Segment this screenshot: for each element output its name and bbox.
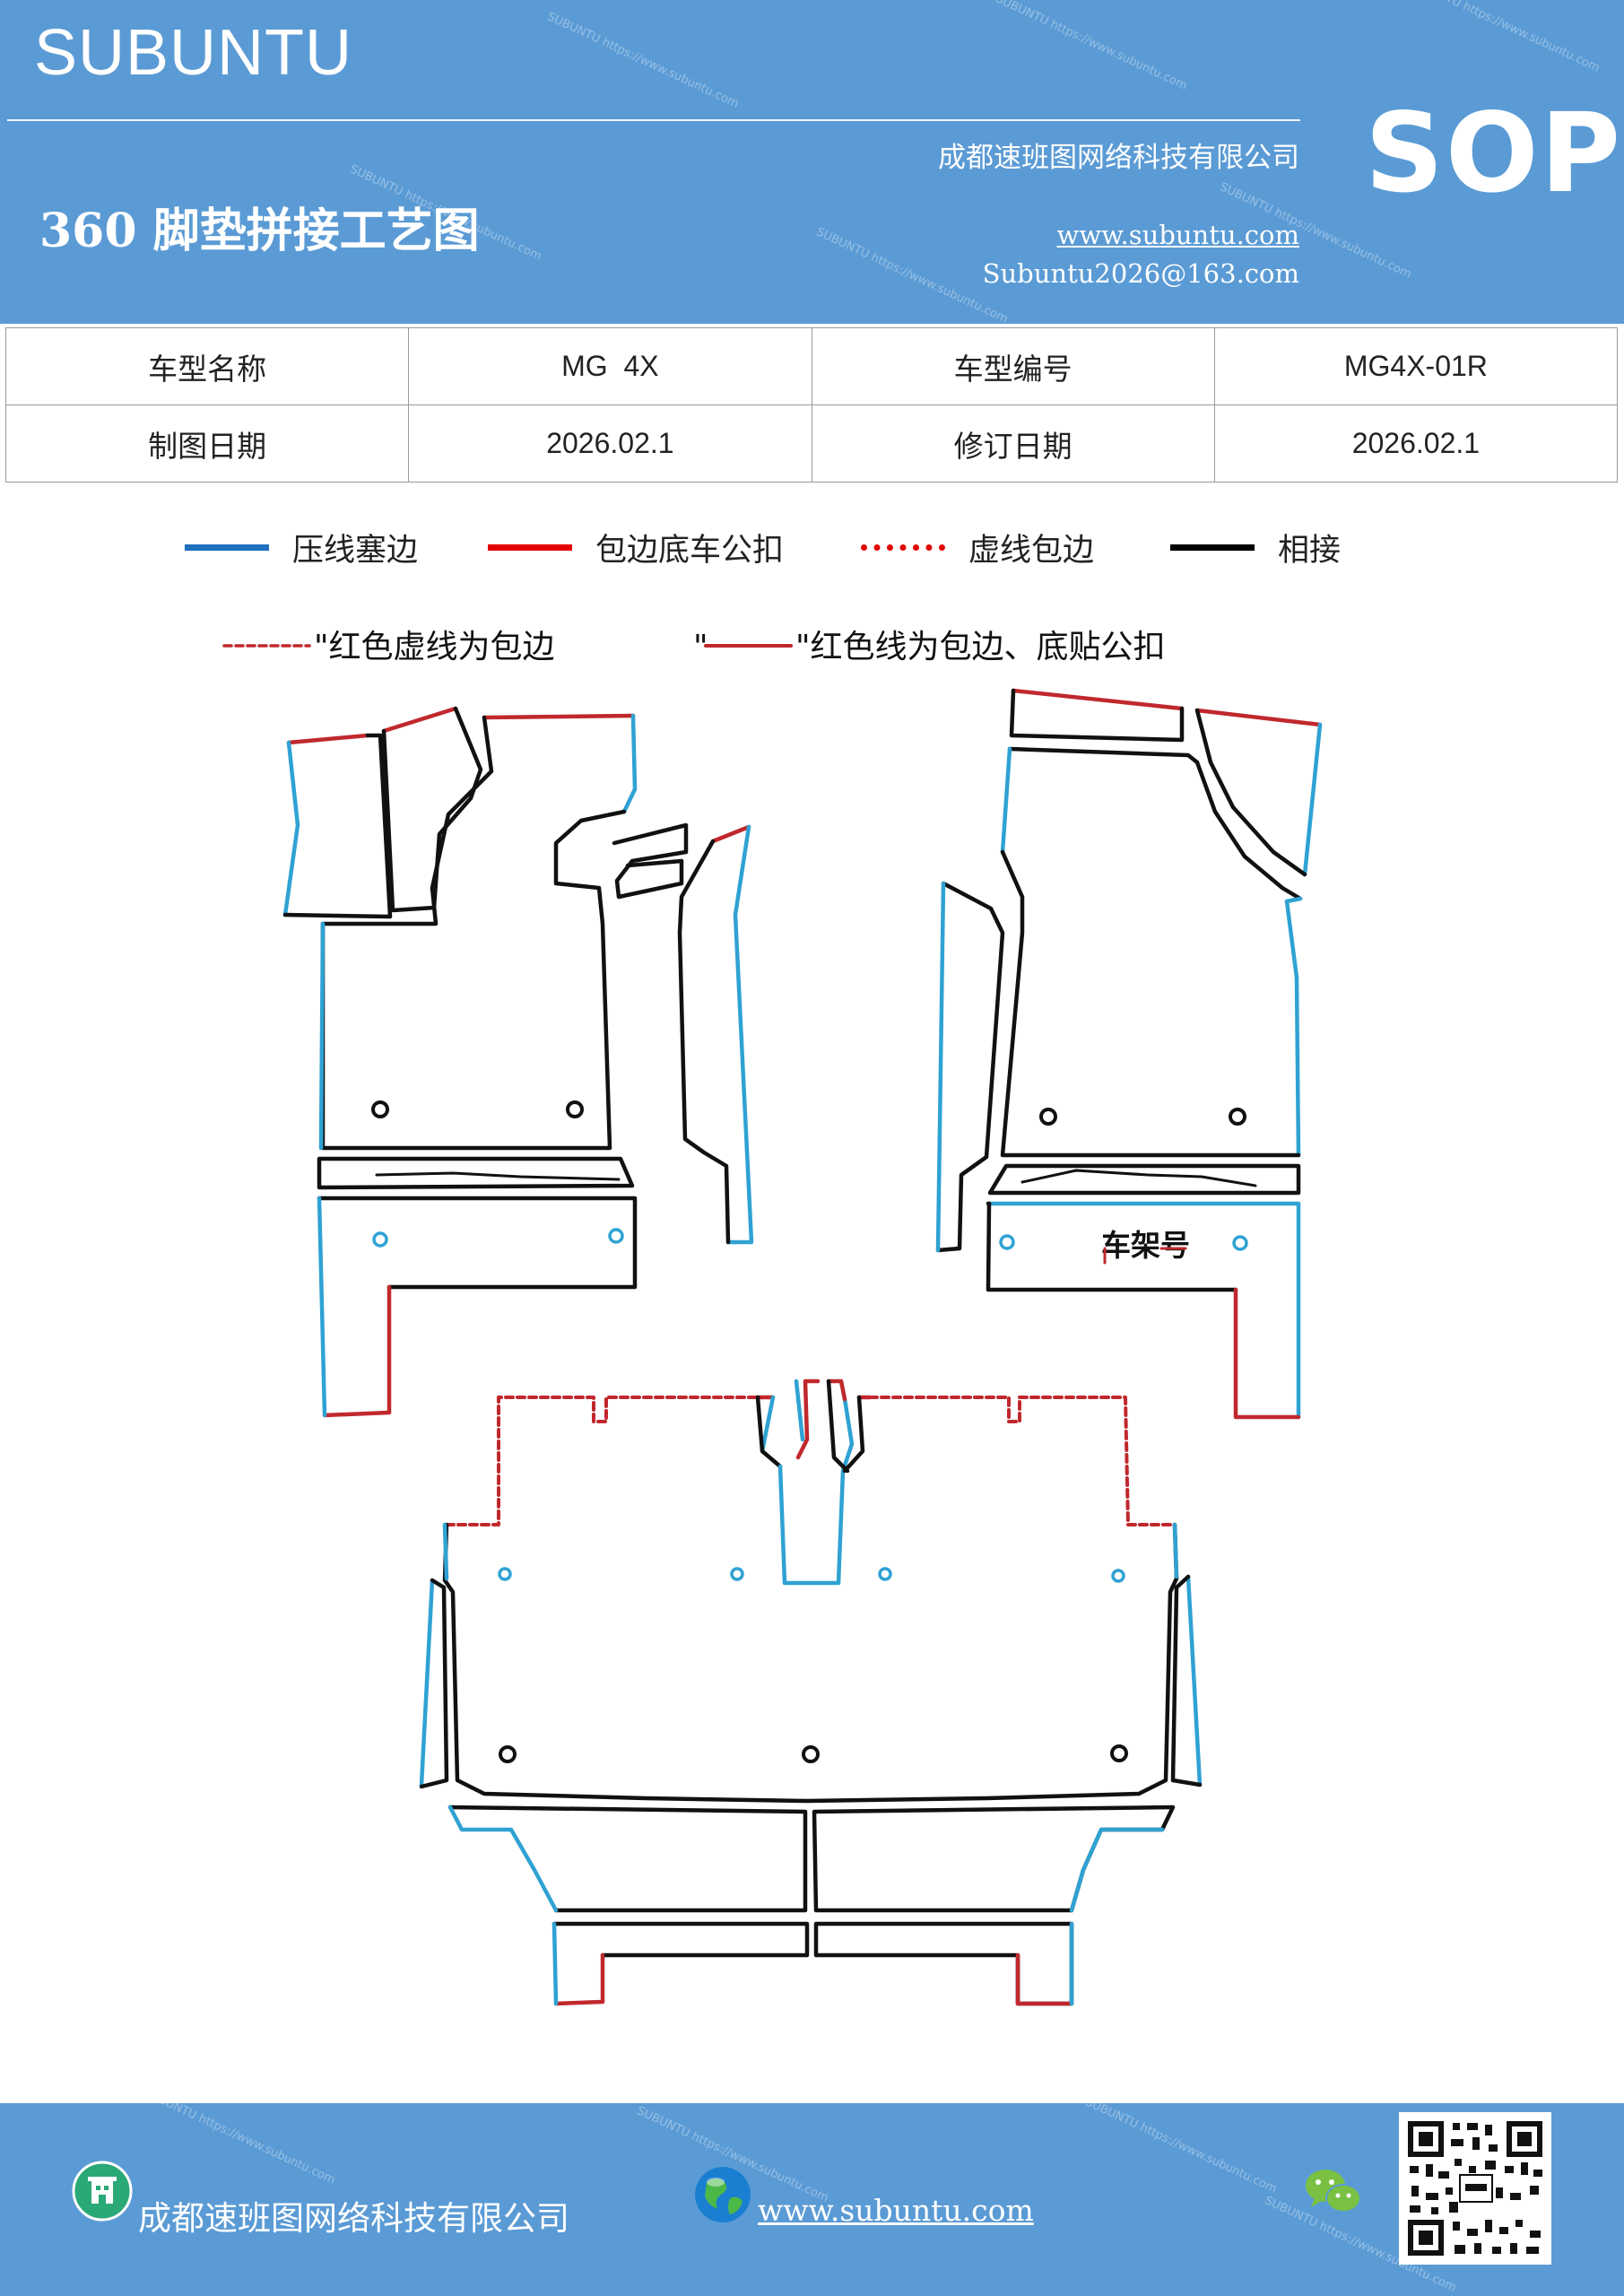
footer-company-name: 成都速班图网络科技有限公司 <box>138 2199 569 2238</box>
note-solid-quote: " <box>693 629 708 665</box>
footer-website-link[interactable]: www.subuntu.com <box>758 2193 1034 2228</box>
legend-item-press-edge: 压线塞边 <box>185 520 418 574</box>
model-code-label: 车型编号 <box>811 327 1215 405</box>
qr-code[interactable] <box>1399 2112 1551 2265</box>
accelerator-pieces <box>612 822 754 1245</box>
building-icon <box>72 2161 133 2222</box>
model-name-label: 车型名称 <box>4 327 410 405</box>
legend-item-joint: 相接 <box>1170 520 1341 574</box>
model-code-value: MG4X-01R <box>1213 327 1619 405</box>
revision-date-value: 2026.02.1 <box>1213 404 1619 483</box>
globe-icon <box>695 2167 751 2222</box>
legend-swatch <box>488 544 572 551</box>
table-row: 制图日期 2026.02.1 修订日期 2026.02.1 <box>4 404 1619 483</box>
wechat-icon <box>1306 2170 1361 2213</box>
legend-label: 压线塞边 <box>292 532 419 569</box>
revision-date-label: 修订日期 <box>811 404 1215 483</box>
email-address: Subuntu2026@163.com <box>982 258 1299 289</box>
drawing-date-label: 制图日期 <box>4 404 410 483</box>
table-row: 车型名称 MG 4X 车型编号 MG4X-01R <box>4 327 1619 405</box>
legend-item-dotted-edge: 虚线包边 <box>861 520 1094 574</box>
brand-logo-text: SUBUNTU <box>34 17 353 89</box>
legend-label: 相接 <box>1278 532 1342 569</box>
rear-mat <box>419 1378 1203 2006</box>
drawing-date-value: 2026.02.1 <box>408 404 812 483</box>
note-dashed-text: "红色虚线为包边 <box>314 629 555 665</box>
driver-mat <box>282 706 638 1418</box>
company-name: 成都速班图网络科技有限公司 <box>938 142 1299 174</box>
footer-banner: SUBUNTU https://www.subuntu.com SUBUNTU … <box>0 2103 1624 2296</box>
header-banner: SUBUNTU https://www.subuntu.com SUBUNTU … <box>0 0 1624 324</box>
watermark: SUBUNTU https://www.subuntu.com <box>1082 2103 1280 2196</box>
note-solid-text: "红色线为包边、底贴公扣 <box>795 629 1166 665</box>
vin-label: 车架号 <box>1101 1228 1190 1263</box>
sop-label: SOP <box>1365 90 1622 217</box>
model-name-value: MG 4X <box>408 327 812 405</box>
legend-swatch <box>861 544 945 551</box>
vehicle-info-table: 车型名称 MG 4X 车型编号 MG4X-01R 制图日期 2026.02.1 … <box>4 327 1619 483</box>
header-divider <box>7 119 1300 121</box>
watermark: SUBUNTU https://www.subuntu.com <box>141 2103 338 2187</box>
website-link[interactable]: www.subuntu.com <box>1056 220 1299 250</box>
passenger-mat: 车架号 <box>935 688 1323 1420</box>
legend-item-wrap-edge: 包边底车公扣 <box>488 520 784 574</box>
document-title: 360 脚垫拼接工艺图 <box>39 204 480 258</box>
legend-swatch <box>1170 544 1255 551</box>
legend-label: 虚线包边 <box>968 532 1095 569</box>
legend-swatch <box>185 544 269 551</box>
legend-label: 包边底车公扣 <box>595 532 785 569</box>
